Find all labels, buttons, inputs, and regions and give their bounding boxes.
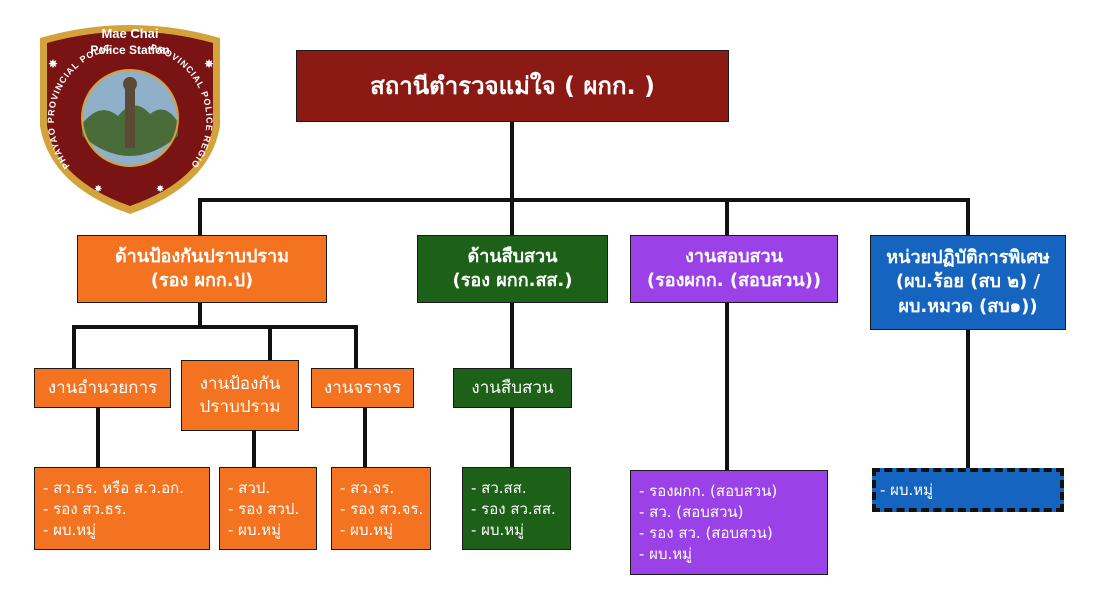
division-special-ops-box: หน่วยปฏิบัติการพิเศษ (ผบ.ร้อย (สบ ๒) / ผ… [870,235,1066,330]
staff-list-administration: - สว.ธร. หรือ ส.ว.อก. - รอง สว.ธร. - ผบ.… [34,467,210,550]
list-item: - สว.จร. [340,479,395,497]
logo-title-line-2: Police Station [90,43,169,57]
unit-suppression-box: งานป้องกัน ปราบปราม [181,360,299,431]
division-inquiry-title: งานสอบสวน [685,245,783,267]
list-item: - สว.ธร. หรือ ส.ว.อก. [43,479,184,497]
unit-traffic-label: งานจราจร [323,377,402,398]
list-item: - รอง สว.จร. [340,500,424,518]
unit-suppression-label-2: ปราบปราม [199,396,281,417]
unit-administration-box: งานอำนวยการ [34,368,171,408]
list-item: - ผบ.หมู่ [228,521,282,539]
list-item: - ผบ.หมู่ [43,521,97,539]
star-icon: ✸ [156,184,164,195]
list-item: - สวป. [228,479,271,497]
unit-administration-label: งานอำนวยการ [47,377,158,398]
division-special-ops-title: หน่วยปฏิบัติการพิเศษ [886,247,1050,269]
list-item: - ผบ.หมู่ [340,521,394,539]
staff-list-investigation: - สว.สส. - รอง สว.สส. - ผบ.หมู่ [462,467,571,550]
division-inquiry-subtitle: (รองผกก. (สอบสวน)) [646,270,822,291]
unit-suppression-label-1: งานป้องกัน [199,373,281,394]
list-item: - ผบ.หมู่ [880,481,934,499]
staff-list-special-ops: - ผบ.หมู่ [872,468,1064,512]
list-item: - รอง สว.ธร. [43,500,127,518]
list-item: - รองผกก. (สอบสวน) [639,482,778,500]
list-item: - ผบ.หมู่ [639,545,693,563]
list-item: - รอง สว. (สอบสวน) [639,524,773,542]
list-item: - สว.สส. [471,479,527,497]
unit-investigation-label: งานสืบสวน [471,377,554,398]
list-item: - รอง สว.สส. [471,500,556,518]
logo-title-line-1: Mae Chai [101,26,158,41]
unit-traffic-box: งานจราจร [311,368,414,408]
division-prevention-box: ด้านป้องกันปราบปราม (รอง ผกก.ป) [77,235,327,303]
list-item: - สว. (สอบสวน) [639,503,744,521]
division-investigation-title: ด้านสืบสวน [467,245,558,267]
division-special-ops-subtitle-2: ผบ.หมวด (สบ๑)) [898,295,1038,317]
division-prevention-subtitle: (รอง ผกก.ป) [150,270,254,291]
star-icon: ✸ [48,57,58,71]
star-icon: ✸ [94,184,102,195]
staff-list-inquiry: - รองผกก. (สอบสวน) - สว. (สอบสวน) - รอง … [630,470,828,575]
list-item: - รอง สวป. [228,500,300,518]
root-node-box: สถานีตำรวจแม่ใจ ( ผกก. ) [296,50,729,122]
division-inquiry-box: งานสอบสวน (รองผกก. (สอบสวน)) [630,235,838,303]
division-investigation-box: ด้านสืบสวน (รอง ผกก.สส.) [417,235,608,303]
police-station-logo: Mae Chai Police Station PHAYAO PROVINCIA… [30,6,220,214]
star-icon: ✸ [204,57,214,71]
staff-list-traffic: - สว.จร. - รอง สว.จร. - ผบ.หมู่ [331,467,431,550]
staff-list-suppression: - สวป. - รอง สวป. - ผบ.หมู่ [219,467,317,550]
division-investigation-subtitle: (รอง ผกก.สส.) [452,270,573,291]
root-node-title: สถานีตำรวจแม่ใจ ( ผกก. ) [370,71,655,100]
list-item: - ผบ.หมู่ [471,521,525,539]
unit-investigation-box: งานสืบสวน [453,368,572,408]
division-special-ops-subtitle: (ผบ.ร้อย (สบ ๒) / [895,271,1041,293]
division-prevention-title: ด้านป้องกันปราบปราม [114,245,290,267]
